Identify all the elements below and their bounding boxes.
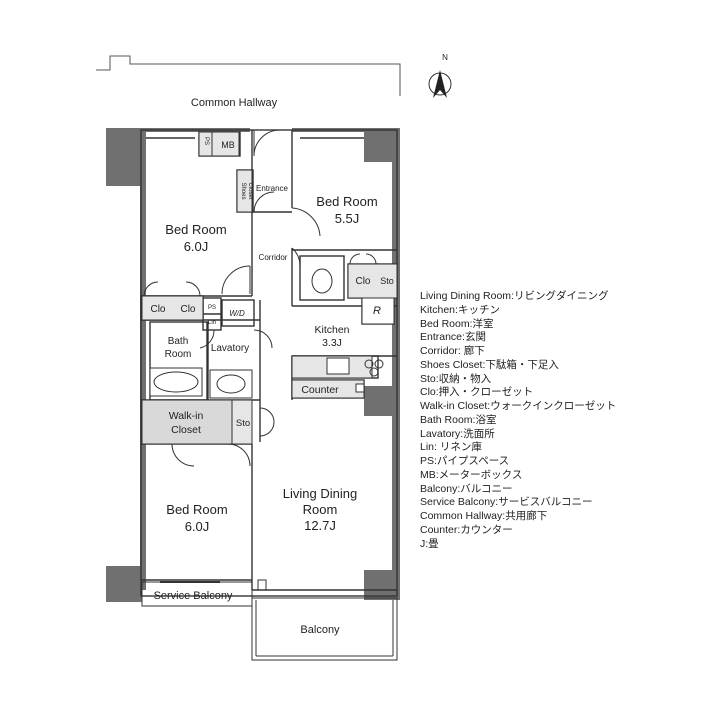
shoes-closet-label-1: Shoes bbox=[240, 182, 246, 199]
mb-label: MB bbox=[221, 140, 235, 150]
entrance-label: Entrance bbox=[256, 184, 289, 193]
refrigerator-label: R bbox=[373, 305, 381, 317]
bath-label-1: Bath bbox=[168, 336, 189, 347]
ps-label-2: PS bbox=[208, 305, 216, 311]
sto-sw-label: Sto bbox=[236, 418, 250, 429]
service-balcony-label: Service Balcony bbox=[154, 590, 233, 602]
walkin-closet-label-1: Walk-in bbox=[169, 410, 204, 422]
svg-text:N: N bbox=[442, 53, 448, 62]
bedroom-ne-name: Bed Room bbox=[316, 194, 377, 209]
legend-item: Sto:収納・物入 bbox=[420, 372, 492, 385]
hallway-outline bbox=[96, 55, 401, 96]
clo-ne-label: Clo bbox=[355, 276, 370, 287]
legend-item: Balcony:バルコニー bbox=[420, 482, 513, 495]
shoes-closet-label-2: Closet bbox=[247, 182, 253, 199]
north-arrow-icon: N bbox=[428, 53, 452, 98]
balconies bbox=[141, 579, 398, 661]
bath-label-2: Room bbox=[165, 349, 192, 360]
legend-item: Clo:押入・クローゼット bbox=[420, 386, 534, 399]
ldk-name-2: Room bbox=[303, 502, 338, 517]
ldk-name-1: Living Dining bbox=[283, 486, 357, 501]
lavatory-label: Lavatory bbox=[211, 343, 249, 354]
clo-nw-2-label: Clo bbox=[180, 304, 195, 315]
ps-label: PS bbox=[203, 137, 209, 145]
legend-item: Entrance:玄関 bbox=[420, 331, 486, 344]
kitchen-name: Kitchen bbox=[314, 324, 349, 336]
wd-label: W/D bbox=[229, 309, 245, 318]
fixtures bbox=[141, 131, 398, 445]
bedroom-nw-size: 6.0J bbox=[184, 239, 209, 254]
legend-item: Bath Room:浴室 bbox=[420, 413, 497, 426]
legend-item: MB:メーターボックス bbox=[420, 468, 523, 481]
corridor-label: Corridor bbox=[259, 253, 288, 262]
legend-item: Shoes Closet:下駄箱・下足入 bbox=[420, 358, 559, 371]
bedroom-sw-size: 6.0J bbox=[185, 519, 210, 534]
sto-ne-label: Sto bbox=[380, 276, 394, 286]
bedroom-ne-size: 5.5J bbox=[335, 211, 360, 226]
lin-label: Lin bbox=[208, 320, 216, 326]
legend-item: Living Dining Room:リビングダイニング bbox=[420, 290, 609, 302]
legend-item: J:畳 bbox=[420, 537, 439, 550]
ldk-size: 12.7J bbox=[304, 518, 336, 533]
bedroom-nw-name: Bed Room bbox=[165, 222, 226, 237]
legend-item: Counter:カウンター bbox=[420, 523, 513, 536]
counter-label: Counter bbox=[301, 384, 339, 396]
walkin-closet-label-2: Closet bbox=[171, 424, 201, 436]
legend-item: Lin: リネン庫 bbox=[420, 441, 482, 454]
legend-item: Service Balcony:サービスバルコニー bbox=[420, 496, 593, 509]
legend-item: PS:パイプスペース bbox=[420, 455, 510, 467]
legend-item: Bed Room:洋室 bbox=[420, 317, 494, 330]
legend-item: Lavatory:洗面所 bbox=[420, 427, 495, 440]
legend-item: Common Hallway:共用廊下 bbox=[420, 510, 548, 522]
bedroom-sw-name: Bed Room bbox=[166, 502, 227, 517]
legend-item: Walk-in Closet:ウォークインクローゼット bbox=[420, 400, 617, 412]
clo-nw-1-label: Clo bbox=[150, 304, 165, 315]
balcony-label: Balcony bbox=[300, 624, 340, 636]
kitchen-size: 3.3J bbox=[322, 337, 342, 349]
legend-item: Kitchen:キッチン bbox=[420, 303, 500, 316]
common-hallway-label: Common Hallway bbox=[191, 97, 278, 109]
door-swings bbox=[143, 129, 377, 467]
legend-item: Corridor: 廊下 bbox=[420, 345, 485, 357]
